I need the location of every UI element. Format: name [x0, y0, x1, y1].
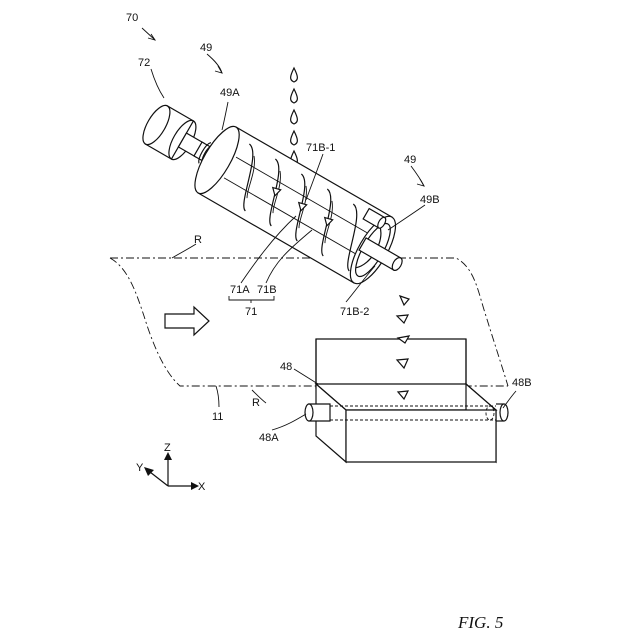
container-shaft-end-b	[496, 404, 508, 421]
label-region-bottom: R	[252, 397, 260, 409]
axis-label-x: X	[198, 481, 206, 493]
liquid-droplets	[291, 68, 298, 165]
label-screw-blade: 71B	[257, 284, 277, 296]
label-screw-part-2: 71B-2	[340, 306, 369, 318]
label-container-end-b: 48B	[512, 377, 532, 389]
flow-direction-arrow	[165, 307, 209, 335]
label-feeder: 70	[126, 12, 138, 24]
label-screw-part-1: 71B-1	[306, 142, 335, 154]
label-shaft-end-b: 49B	[420, 194, 440, 206]
axis-indicator	[144, 452, 199, 490]
label-container: 48	[280, 361, 292, 373]
container-box	[316, 339, 496, 462]
axis-label-y: Y	[136, 462, 144, 474]
container-shaft-end-a	[305, 404, 330, 421]
axis-label-z: Z	[164, 442, 171, 454]
label-shaft-assembly-b: 49	[404, 154, 416, 166]
label-motor: 72	[138, 57, 150, 69]
label-region-top: R	[194, 234, 202, 246]
label-screw: 71	[245, 306, 257, 318]
label-shaft-end-a: 49A	[220, 87, 240, 99]
figure-caption: FIG. 5	[457, 613, 503, 632]
label-shaft-assembly: 49	[200, 42, 212, 54]
screw-housing	[187, 121, 420, 299]
label-sheet: 11	[212, 411, 223, 423]
label-screw-shaft: 71A	[230, 284, 250, 296]
label-container-end-a: 48A	[259, 432, 279, 444]
